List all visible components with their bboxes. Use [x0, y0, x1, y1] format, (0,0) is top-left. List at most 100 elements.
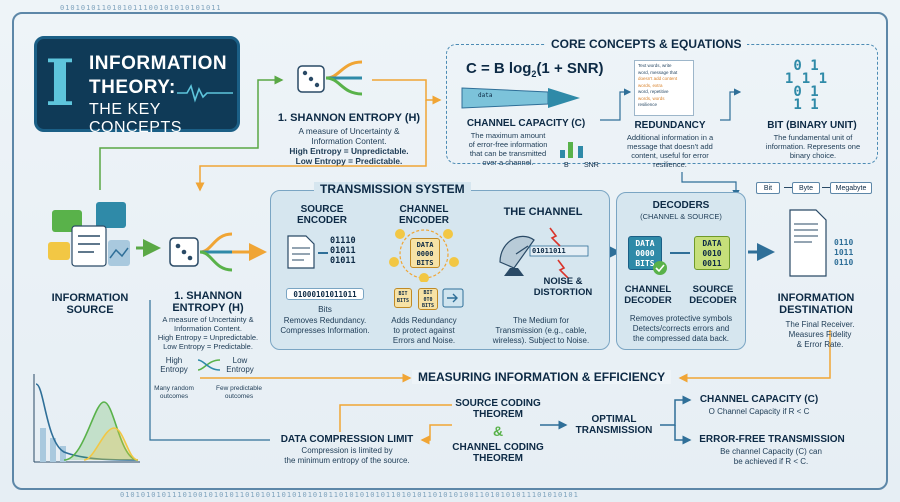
- title-line-2: THEORY:: [89, 77, 176, 98]
- dest-desc-2: Measures Fidelity: [788, 330, 852, 339]
- dest-bits-row: 0110: [834, 238, 854, 247]
- small-chip-line: BITS: [421, 303, 435, 309]
- dice-branch-icon-left: [169, 232, 233, 272]
- ch-dec-1: CHANNEL: [624, 284, 672, 295]
- ch-desc-2: to protect against: [393, 326, 455, 335]
- source-encoder-bits: 01110 01011 01011: [330, 236, 356, 266]
- destination-desc: The Final Receiver. Measures Fidelity & …: [770, 320, 870, 350]
- compression-limit-desc: Compression is limited by the minimum en…: [266, 446, 428, 466]
- dec-desc-1: Removes protective symbols: [629, 314, 733, 323]
- small-chip-line: BIT: [423, 290, 433, 296]
- bit-digit-row: 1 1 1: [784, 71, 828, 87]
- units-row: Bit Byte Megabyte: [756, 180, 876, 196]
- source-encoder-1: SOURCE: [300, 204, 344, 215]
- entropy-top-desc: A measure of Uncertainty & Information C…: [268, 126, 430, 166]
- redundancy-doc-line: word, repetitive: [638, 89, 669, 94]
- noise-heading: NOISE & DISTORTION: [532, 276, 594, 298]
- dec-desc-3: the compressed data back.: [632, 334, 730, 343]
- source-decoder-heading: SOURCE DECODER: [680, 284, 746, 306]
- dest-heading-1: INFORMATION: [777, 292, 855, 304]
- source-encoder-desc: Removes Redundancy. Compresses Informati…: [274, 316, 376, 336]
- entropy-top-high: High Entropy = Unpredictable.: [289, 146, 409, 156]
- title-line-1: INFORMATION: [89, 53, 228, 74]
- ch-desc-3: Errors and Noise.: [392, 336, 456, 345]
- bar-label-snr: SNR: [584, 162, 599, 169]
- redundancy-doc-line: Text words, write: [638, 63, 672, 68]
- capacity-desc: The maximum amount of error-free informa…: [460, 131, 556, 167]
- unit-connector: [784, 187, 792, 188]
- errfree-desc-1: Be channel Capacity (C) can: [720, 447, 822, 456]
- bit-desc-2: information. Represents one: [765, 142, 861, 151]
- optimal-1: OPTIMAL: [591, 414, 637, 425]
- decoders-desc: Removes protective symbols Detects/corre…: [612, 314, 750, 344]
- dest-heading-2: DESTINATION: [779, 304, 853, 316]
- bottom-capacity-desc: O Channel Capacity if R < C: [708, 407, 810, 416]
- dec-chip2-line: 0010: [702, 249, 722, 258]
- errfree-desc-2: be achieved if R < C.: [733, 457, 809, 466]
- src-bits-row: 01011: [330, 246, 356, 256]
- entropy-low-1: Low: [232, 356, 248, 365]
- title-letter-i: I: [45, 46, 75, 121]
- bit-digit-row: 1 1: [793, 97, 819, 113]
- encode-arrow-icon: [442, 288, 464, 308]
- capacity-desc-4: over a channel.: [482, 158, 534, 167]
- bit-digit-row: 0 1: [793, 58, 819, 74]
- binary-strip-bottom: 0101010101110100101010110101011010101010…: [120, 491, 579, 499]
- entropy-top-low: Low Entropy = Predictable.: [295, 156, 403, 166]
- redundancy-doc-line: words, extra: [638, 82, 663, 88]
- small-chip-line: BIT: [398, 291, 408, 297]
- capacity-equation: C = B log2(1 + SNR): [466, 60, 604, 79]
- bar-label-b: B: [564, 162, 569, 169]
- high-note-2: outcomes: [159, 393, 189, 400]
- dest-desc-1: The Final Receiver.: [785, 320, 855, 329]
- redundancy-doc-line: resilience: [638, 102, 658, 107]
- entropy-left-heading-1: 1. SHANNON: [174, 290, 242, 302]
- decoders-heading: DECODERS: [652, 200, 710, 211]
- entropy-low-2: Entropy: [226, 365, 254, 374]
- bottom-capacity-heading: CHANNEL CAPACITY (C): [699, 394, 819, 405]
- entropy-low-note: Few predictable outcomes: [208, 385, 270, 401]
- dec-chip-line: 0000: [635, 249, 655, 258]
- data-pipe-icon: [461, 87, 580, 109]
- capacity-desc-2: of error-free information: [468, 140, 548, 149]
- dice-branch-icon: [297, 60, 363, 96]
- entropy-top-desc-2: Information Content.: [311, 136, 387, 146]
- compress-desc-1: Compression is limited by: [301, 446, 393, 455]
- destination-document-icon: [789, 209, 827, 277]
- title-line-3: THE KEY CONCEPTS: [89, 101, 182, 136]
- small-chip-line: BITS: [396, 298, 410, 304]
- bit-desc: The fundamental unit of information. Rep…: [750, 133, 876, 160]
- capacity-desc-1: The maximum amount: [470, 131, 546, 140]
- channel-desc-3: wireless). Subject to Noise.: [492, 336, 590, 345]
- source-encoder-2: ENCODER: [296, 215, 347, 226]
- bit-title: BIT (BINARY UNIT): [767, 120, 857, 131]
- src-bits-row: 01110: [330, 236, 356, 246]
- channel-bit-stream: 01011011: [532, 247, 566, 255]
- entropy-left-desc-2: Information Content.: [174, 324, 242, 333]
- transmission-heading: TRANSMISSION SYSTEM: [314, 182, 471, 196]
- src-enc-arrow: [318, 252, 328, 254]
- entropy-left-desc: A measure of Uncertainty & Information C…: [146, 315, 270, 351]
- entropy-left-heading-2: ENTROPY (H): [172, 302, 244, 314]
- entropy-high-label: High Entropy: [152, 356, 196, 374]
- src-dec-2: DECODER: [689, 295, 737, 306]
- transmission-system-panel: [270, 190, 610, 350]
- equation-tail: (1 + SNR): [536, 60, 604, 77]
- error-free-heading: ERROR-FREE TRANSMISSION: [699, 434, 845, 445]
- outer-frame: [12, 12, 888, 490]
- channel-small-chip-2: BIT 0T0 BITS: [418, 288, 438, 310]
- distribution-curves-icon: [33, 374, 140, 463]
- entropy-top-heading: 1. SHANNON ENTROPY (H): [277, 112, 421, 124]
- source-encoder-heading: SOURCE ENCODER: [282, 204, 362, 226]
- ch-chip-line: DATA: [416, 241, 434, 249]
- information-source-icon: [48, 202, 130, 267]
- channel-encoder-2: ENCODER: [398, 215, 449, 226]
- ch-desc-1: Adds Redundancy: [391, 316, 457, 325]
- source-coding-1: SOURCE CODING: [455, 398, 541, 409]
- source-bit-stream: 01000101011011: [286, 288, 364, 300]
- destination-bits: 0110 1011 0110: [834, 238, 853, 268]
- unit-connector: [822, 187, 830, 188]
- entropy-low-label: Low Entropy: [220, 356, 260, 374]
